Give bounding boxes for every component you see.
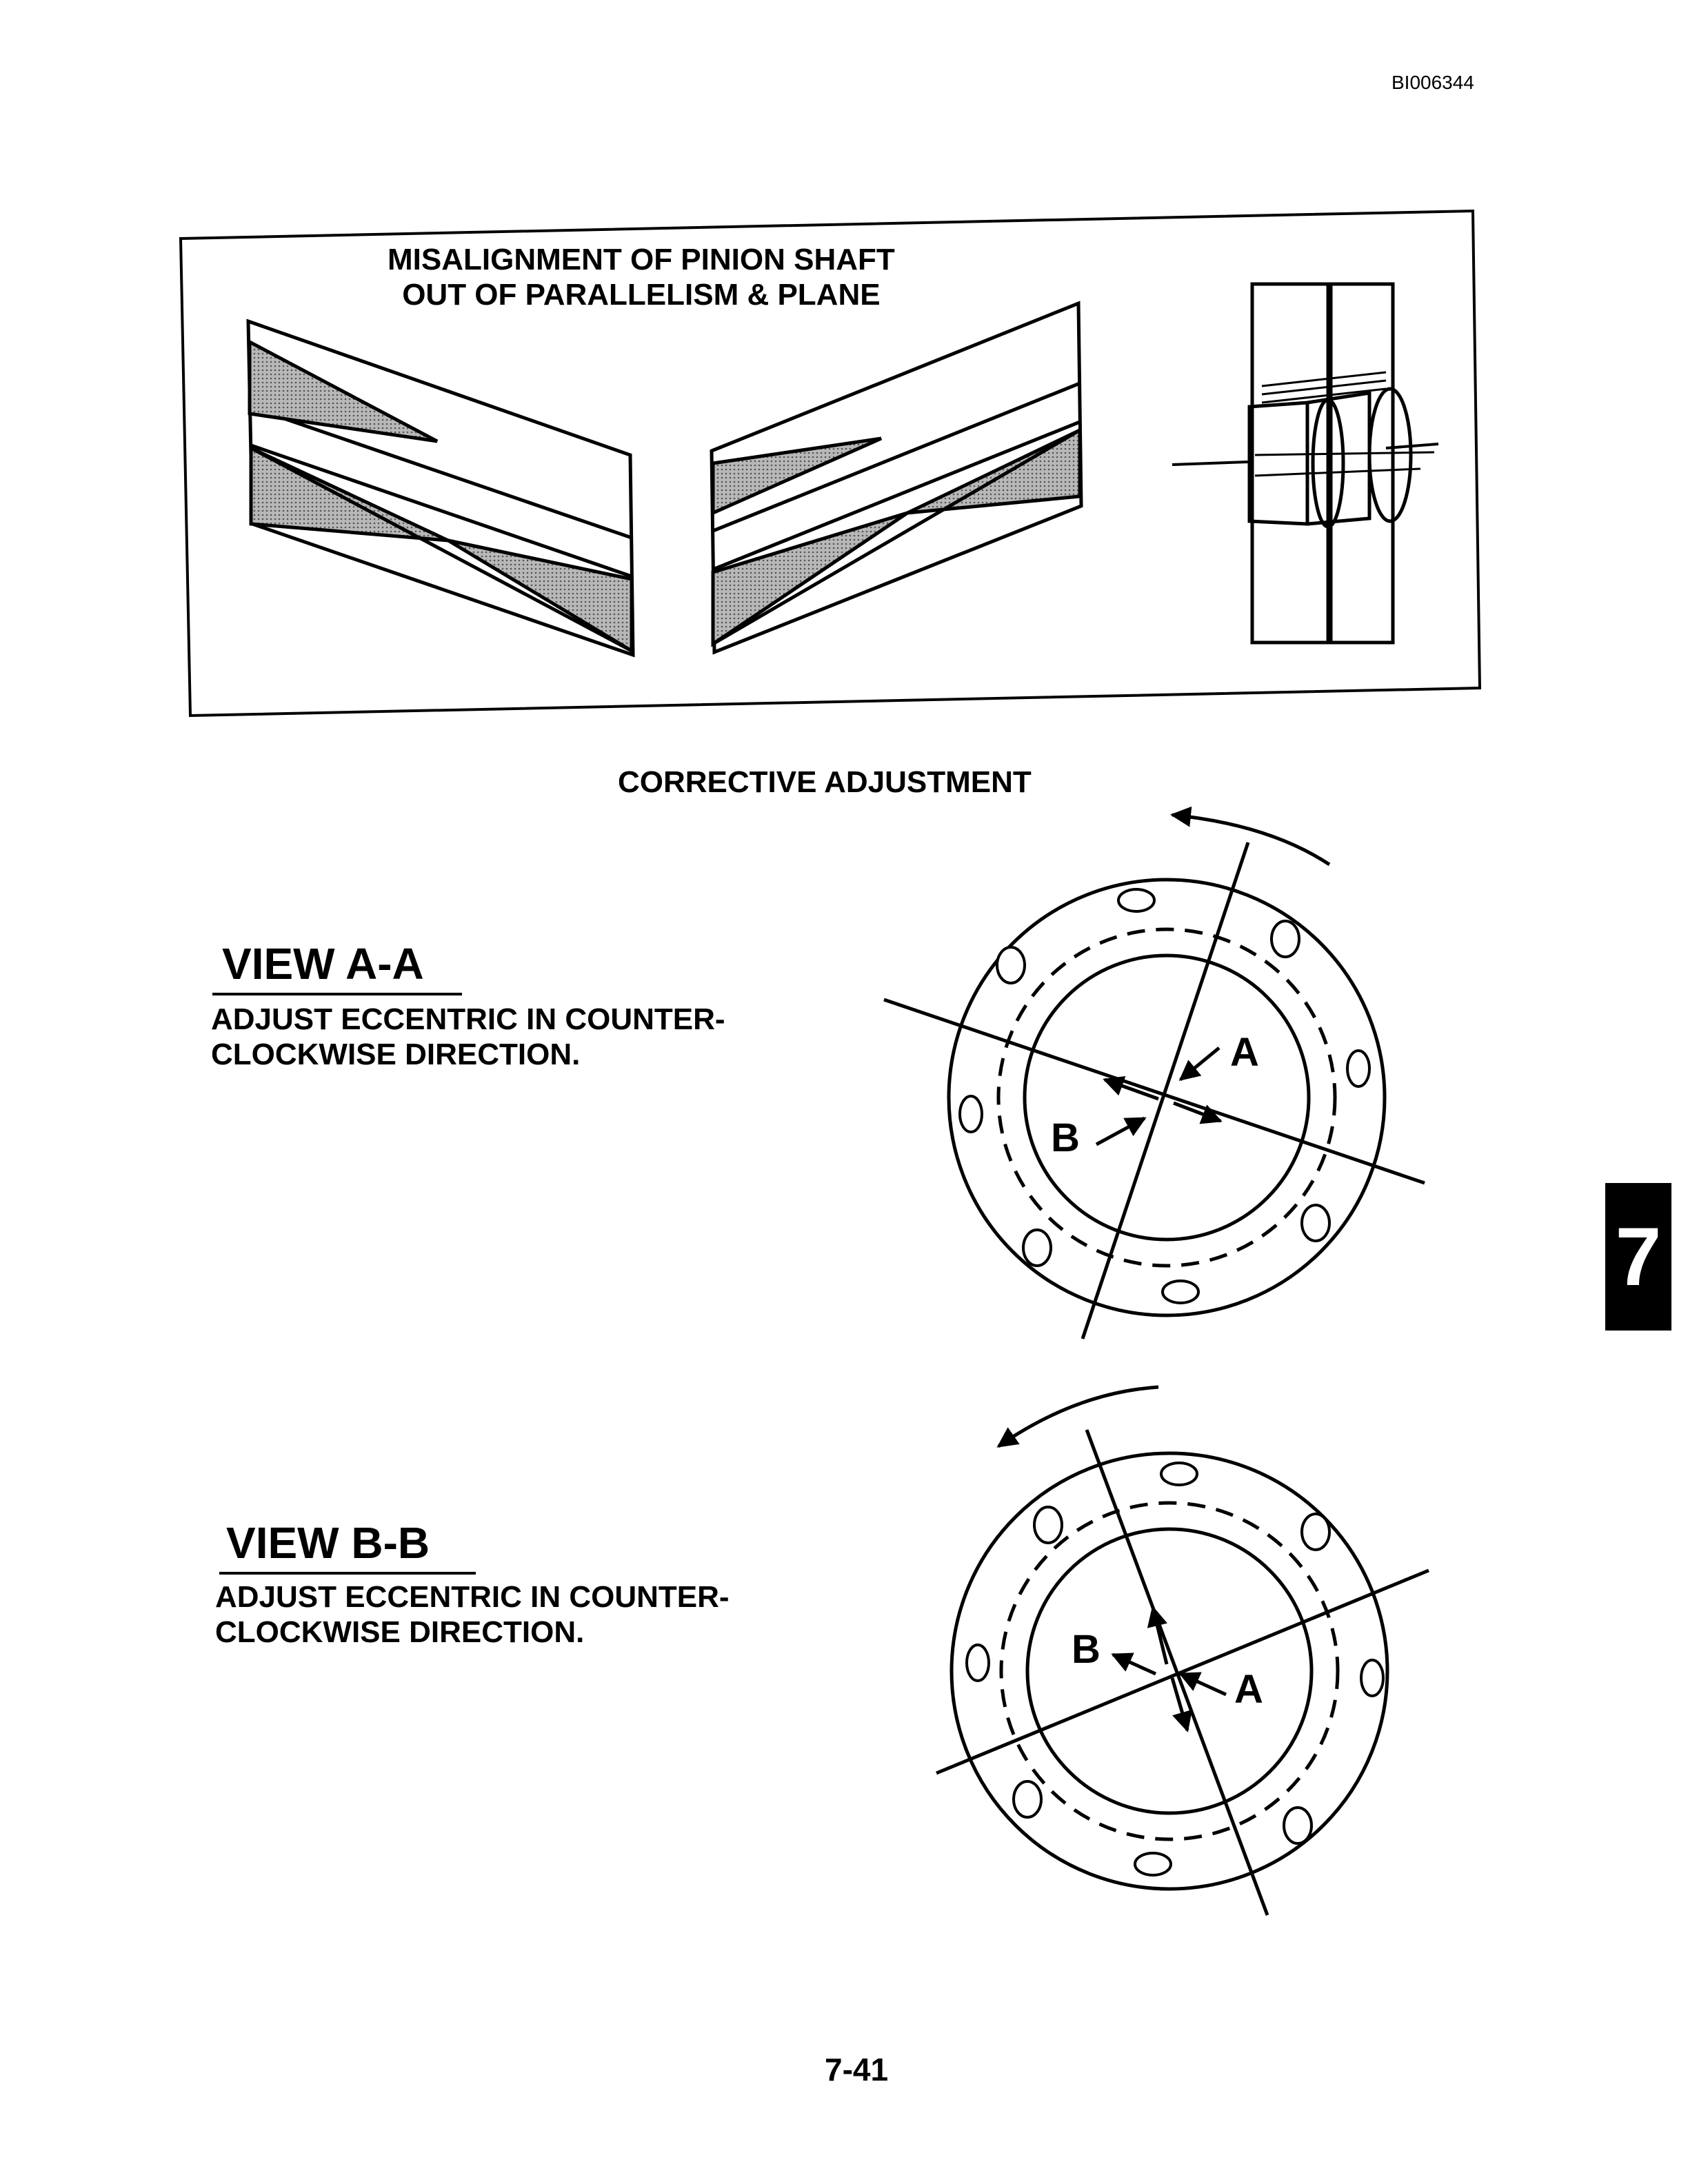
view-b-bolt-holes [965,1462,1385,1877]
misalignment-figure-title: MISALIGNMENT OF PINION SHAFT OUT OF PARA… [388,243,895,312]
view-a-flange [883,842,1425,1339]
view-a-underline [212,993,462,995]
left-tooth-sketch [246,318,635,658]
view-b-adjust-arrows [1111,1606,1227,1732]
gear-mesh-side-view [1172,282,1439,645]
misalignment-title-line2: OUT OF PARALLELISM & PLANE [402,277,881,312]
misalignment-figure-frame [179,209,1482,718]
view-b-label-b: B [1072,1627,1101,1672]
view-a-bolt-holes [958,888,1371,1304]
document-id: BI006344 [1391,72,1474,93]
corrective-adjustment-title: CORRECTIVE ADJUSTMENT [618,765,1032,799]
right-tooth-sketch [710,301,1083,655]
view-a-description-line1: ADJUST ECCENTRIC IN COUNTER- [211,1002,725,1036]
view-b-description-line2: CLOCKWISE DIRECTION. [215,1615,585,1649]
view-a-heading: VIEW A-A [222,939,424,989]
view-b-heading: VIEW B-B [226,1518,430,1568]
page-number: 7-41 [825,2052,889,2087]
view-a-rotation-arrow [1170,806,1331,867]
view-a-description: ADJUST ECCENTRIC IN COUNTER- CLOCKWISE D… [211,1002,725,1072]
view-b-description: ADJUST ECCENTRIC IN COUNTER- CLOCKWISE D… [215,1580,730,1650]
view-a-adjust-arrows [1095,1046,1223,1146]
view-b-rotation-arrow [996,1385,1159,1448]
chapter-tab: 7 [1605,1183,1671,1331]
view-b-flange [936,1429,1429,1916]
view-a-label-b: B [1051,1115,1080,1160]
view-b-underline [219,1572,476,1575]
misalignment-title-line1: MISALIGNMENT OF PINION SHAFT [388,243,895,276]
view-a-description-line2: CLOCKWISE DIRECTION. [211,1037,581,1071]
view-b-description-line1: ADJUST ECCENTRIC IN COUNTER- [215,1580,730,1614]
view-a-label-a: A [1230,1030,1259,1075]
view-b-label-a: A [1234,1667,1263,1712]
